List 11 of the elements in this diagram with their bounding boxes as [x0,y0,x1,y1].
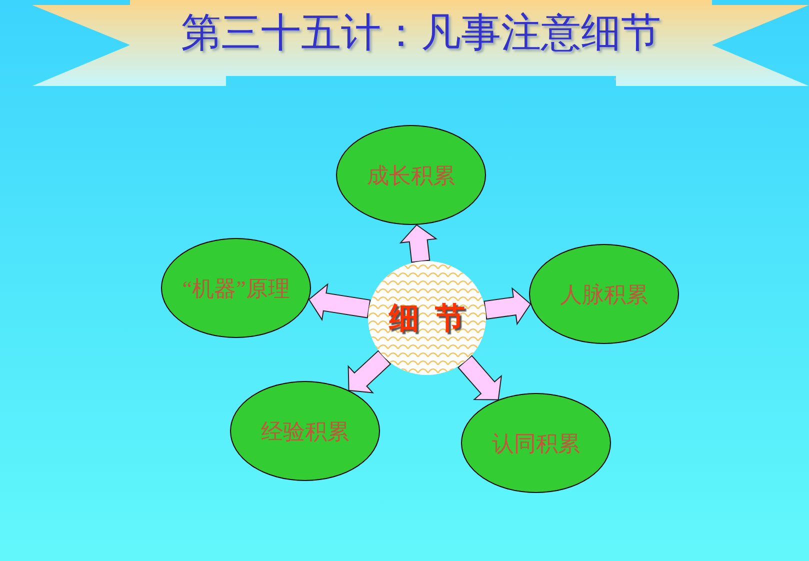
block-arrow [458,355,502,400]
title: 第三十五计：凡事注意细节 [180,9,662,57]
block-arrow [308,282,371,322]
topic-label: 人脉积累 [560,280,648,308]
topic-label: 认同积累 [492,430,580,458]
block-arrow [399,224,438,263]
topic-label: 成长积累 [367,162,455,190]
topic-label: “机器”原理 [182,274,290,302]
topic-label: 经验积累 [261,418,349,446]
block-arrow [348,350,392,394]
block-arrow [484,287,532,326]
